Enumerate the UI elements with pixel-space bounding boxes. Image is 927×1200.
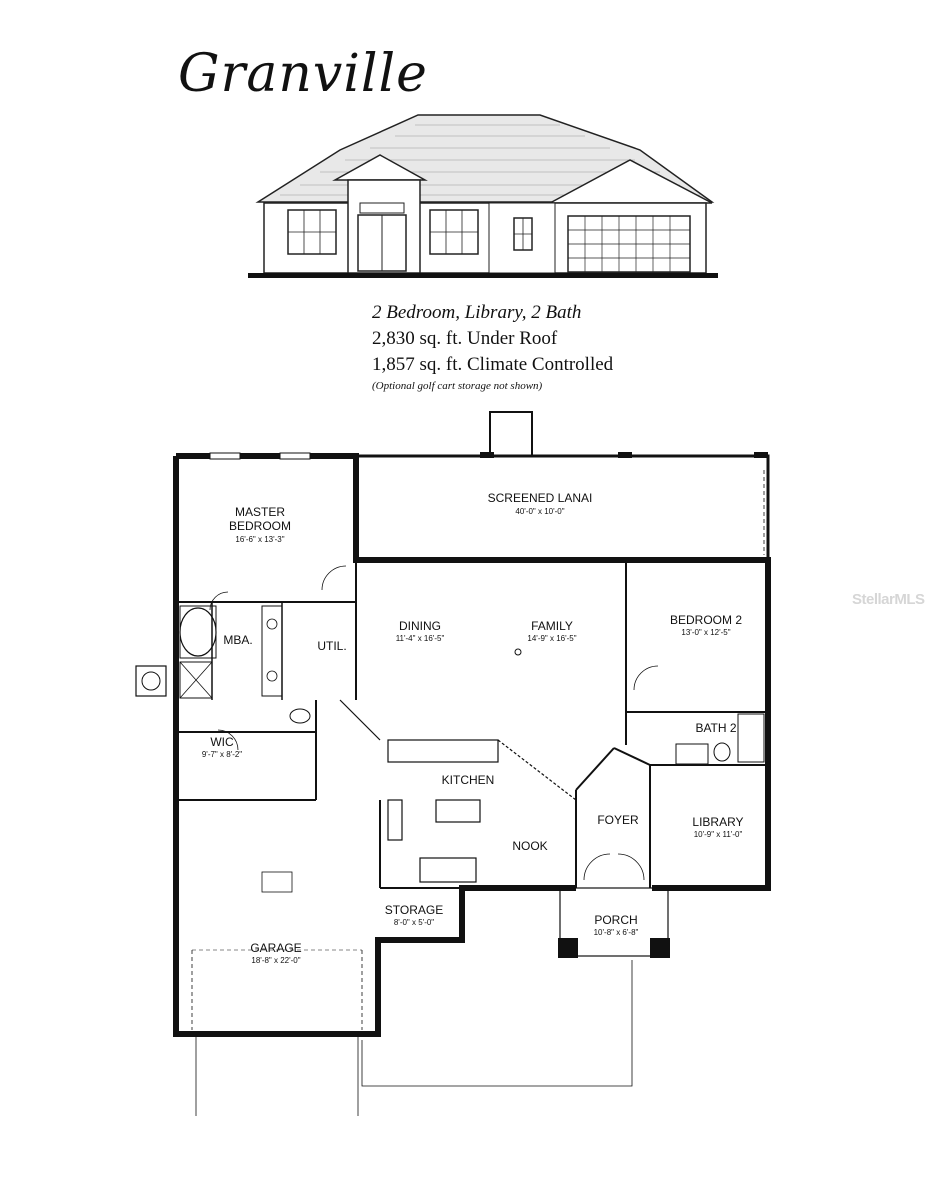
room-porch-dim: 10'-8" x 6'-8" [594,928,639,937]
house-elevation [248,114,718,278]
room-bedroom2-dim: 13'-0" x 12'-5" [681,628,730,637]
room-library-dim: 10'-9" x 11'-0" [694,830,743,839]
room-family-dim: 14'-9" x 16'-5" [527,634,576,643]
watermark: StellarMLS [852,591,925,608]
room-garage-dim: 18'-8" x 22'-0" [251,956,300,965]
room-master-label-2: BEDROOM [229,519,291,533]
summary-under-roof: 2,830 sq. ft. Under Roof [372,328,558,349]
room-kitchen-label: KITCHEN [442,773,495,787]
room-bedroom2-label: BEDROOM 2 [670,613,742,627]
room-master-dim: 16'-6" x 13'-3" [235,535,284,544]
summary-rooms: 2 Bedroom, Library, 2 Bath [372,302,582,323]
room-mba-label: MBA. [223,633,252,647]
room-storage-label: STORAGE [385,903,443,917]
room-family-label: FAMILY [531,619,573,633]
room-wic-label: WIC [210,735,234,749]
plan-title: Granville [178,44,428,104]
summary-climate: 1,857 sq. ft. Climate Controlled [372,354,614,375]
room-storage-dim: 8'-0" x 5'-0" [394,918,434,927]
room-dining-label: DINING [399,619,441,633]
room-library-label: LIBRARY [692,815,743,829]
room-garage-label: GARAGE [250,941,301,955]
room-lanai-dim: 40'-0" x 10'-0" [515,507,564,516]
room-porch-label: PORCH [594,913,637,927]
room-master-label-1: MASTER [235,505,285,519]
room-bath2-label: BATH 2 [695,721,736,735]
room-foyer-label: FOYER [597,813,639,827]
room-nook-label: NOOK [512,839,547,853]
room-wic-dim: 9'-7" x 8'-2" [202,750,242,759]
summary-note: (Optional golf cart storage not shown) [372,380,543,392]
room-lanai-label: SCREENED LANAI [488,491,593,505]
room-dining-dim: 11'-4" x 16'-5" [396,634,445,643]
room-util-label: UTIL. [317,639,346,653]
plan-summary: 2 Bedroom, Library, 2 Bath 2,830 sq. ft.… [372,300,613,394]
